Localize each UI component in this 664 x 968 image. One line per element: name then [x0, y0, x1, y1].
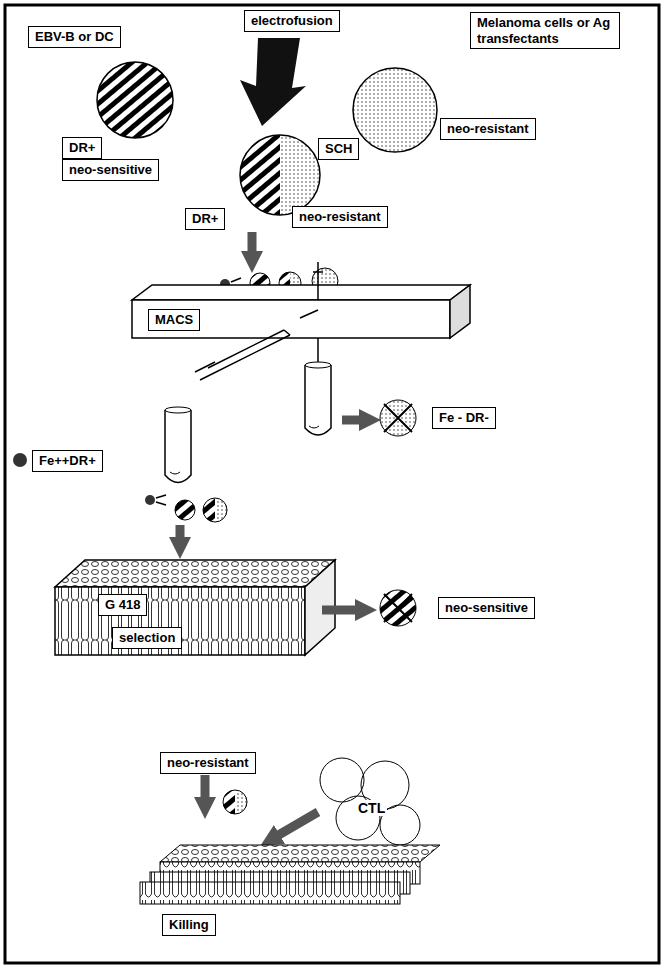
box-text: Melanoma cells or Ag transfectants: [477, 15, 613, 46]
label-box: EBV-B or DC: [28, 26, 121, 48]
box-text: MACS: [155, 312, 193, 328]
box-text: neo-sensitive: [69, 162, 152, 178]
label-box: neo-resistant: [440, 118, 536, 140]
label-box: neo-resistant: [160, 752, 256, 774]
box-text: selection: [119, 630, 175, 646]
label-box: MACS: [148, 309, 200, 331]
box-text: neo-resistant: [167, 755, 249, 771]
label-box: Fe++DR+: [32, 450, 103, 472]
label-box: neo-sensitive: [62, 159, 159, 181]
box-text: neo-resistant: [299, 209, 381, 225]
box-text: Fe++DR+: [39, 453, 96, 469]
label-box: DR+: [185, 208, 225, 230]
label-box: G 418: [98, 594, 147, 616]
box-text: Killing: [169, 917, 209, 933]
box-text: Fe - DR-: [439, 410, 489, 426]
box-text: EBV-B or DC: [35, 29, 114, 45]
box-text: DR+: [69, 140, 95, 156]
box-text: DR+: [192, 211, 218, 227]
label-box: SCH: [318, 138, 359, 160]
label-box: Melanoma cells or Ag transfectants: [470, 12, 620, 49]
label-box: Killing: [162, 914, 216, 936]
label-box: selection: [112, 627, 182, 649]
box-text: G 418: [105, 597, 140, 613]
label-box: neo-sensitive: [438, 597, 535, 619]
label-box: neo-resistant: [292, 206, 388, 228]
label-box: electrofusion: [244, 10, 340, 32]
label-box: Fe - DR-: [432, 407, 496, 429]
label-box: DR+: [62, 137, 102, 159]
box-text: electrofusion: [251, 13, 333, 29]
box-text: SCH: [325, 141, 352, 157]
box-text: neo-resistant: [447, 121, 529, 137]
box-text: neo-sensitive: [445, 600, 528, 616]
cell-label: CTL: [356, 800, 387, 816]
